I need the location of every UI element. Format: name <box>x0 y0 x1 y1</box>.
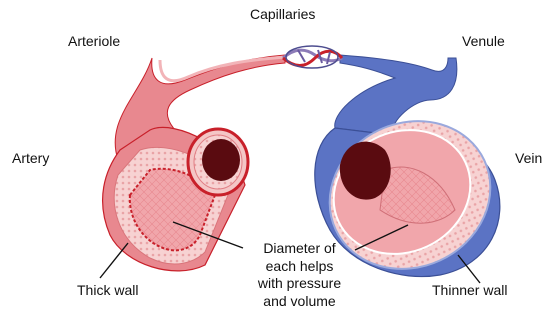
label-diameter-line4: and volume <box>232 293 367 311</box>
capillary-network <box>283 46 342 68</box>
artery-cross-section <box>103 127 248 270</box>
label-diameter-line3: with pressure <box>232 275 367 293</box>
thick-wall-pointer <box>100 243 128 278</box>
label-diameter: Diameter of each helps with pressure and… <box>232 240 367 310</box>
label-vein: Vein <box>515 150 542 168</box>
label-arteriole: Arteriole <box>68 33 120 51</box>
label-diameter-line1: Diameter of <box>232 240 367 258</box>
label-thinner-wall: Thinner wall <box>432 282 507 300</box>
label-venule: Venule <box>462 33 505 51</box>
label-diameter-line2: each helps <box>232 258 367 276</box>
artery-lumen <box>202 139 240 181</box>
label-artery: Artery <box>12 150 49 168</box>
label-capillaries: Capillaries <box>250 6 315 24</box>
label-thick-wall: Thick wall <box>77 282 138 300</box>
